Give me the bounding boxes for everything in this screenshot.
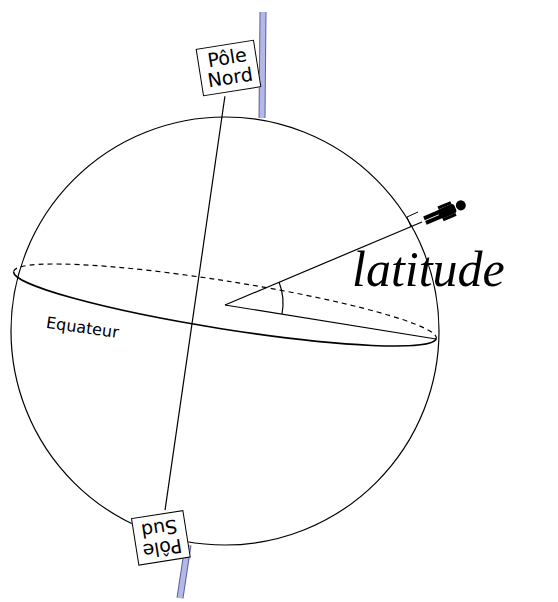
observer-figure [422,196,469,228]
axis-stick [262,12,263,118]
pole-name: Pôle Nord [203,45,254,91]
pole-sign: Pôle Sud [131,510,191,566]
equator-label: Equateur [45,313,120,342]
right-angle-mark [407,212,418,227]
axis-stick [262,12,263,118]
pole-name: Pôle Sud [138,515,183,561]
angle-arc [279,282,283,314]
polar-axis [165,96,225,510]
angle-label: latitude [352,240,505,298]
pole-sign: Pôle Nord [196,40,262,97]
globe-outline [11,117,439,545]
equator-radius [225,305,436,339]
